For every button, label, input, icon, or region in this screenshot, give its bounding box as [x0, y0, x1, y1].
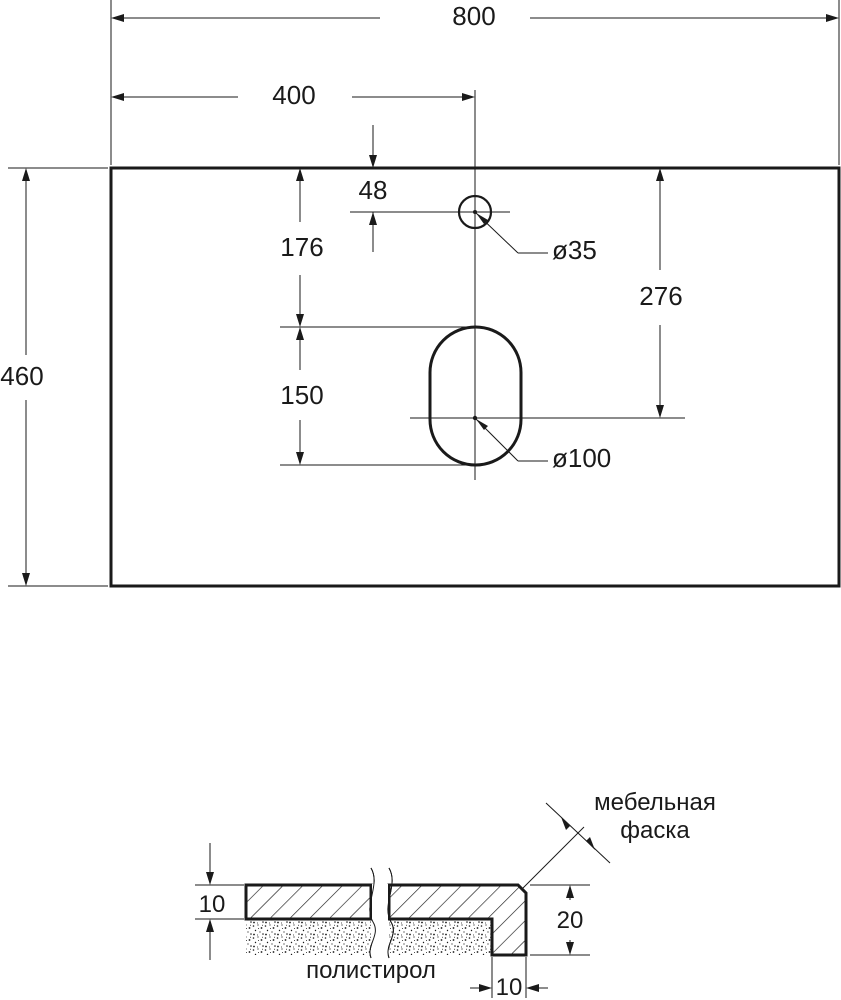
chamfer-label-line1: мебельная	[594, 789, 716, 816]
dimension-label-basin-center-from-back: 276	[639, 281, 682, 311]
dimension-label-tap-offset: 400	[272, 80, 315, 110]
dimension-basin-center-from-back: 276	[639, 168, 683, 418]
dimension-label-top-layer: 10	[199, 891, 226, 918]
dimension-label-tap-from-back: 48	[359, 175, 388, 205]
dimension-label-edge-width: 10	[496, 974, 523, 1000]
dimension-label-edge-height: 20	[557, 907, 584, 934]
core-polystyrene-right	[389, 919, 492, 955]
dimension-edge-width: 10	[470, 957, 548, 1000]
dimension-depth: 460	[0, 167, 108, 587]
dimension-tap-offset: 400	[111, 80, 475, 110]
dimension-basin-length: 150	[280, 327, 324, 465]
core-material-label: полистирол	[306, 957, 436, 984]
dimension-label-basin-width: ø100	[552, 443, 611, 473]
dimension-edge-height: 20	[530, 884, 590, 956]
dimension-overall-width: 800	[111, 1, 839, 31]
chamfer-callout	[521, 802, 611, 890]
chamfer-label-line2: фаска	[620, 817, 690, 844]
top-layer-right	[387, 883, 528, 957]
tap-hole: ø35	[457, 194, 597, 265]
dimension-top-layer: 10	[195, 843, 244, 960]
dimension-label-overall-width: 800	[452, 1, 495, 31]
core-polystyrene-left	[246, 919, 371, 955]
dimension-label-depth: 460	[0, 361, 43, 391]
top-view: 800 400 48 ø35	[0, 0, 841, 588]
dimension-label-basin-length: 150	[280, 380, 323, 410]
dimension-label-basin-from-back: 176	[280, 232, 323, 262]
section-view: 10 20 10 полистирол	[195, 789, 716, 1000]
basin-cutout: ø100	[428, 325, 611, 473]
dimension-basin-from-back: 176	[280, 168, 324, 327]
top-layer	[244, 883, 373, 921]
dimension-label-tap-diameter: ø35	[552, 235, 597, 265]
dimension-tap-from-back: 48	[350, 125, 510, 252]
